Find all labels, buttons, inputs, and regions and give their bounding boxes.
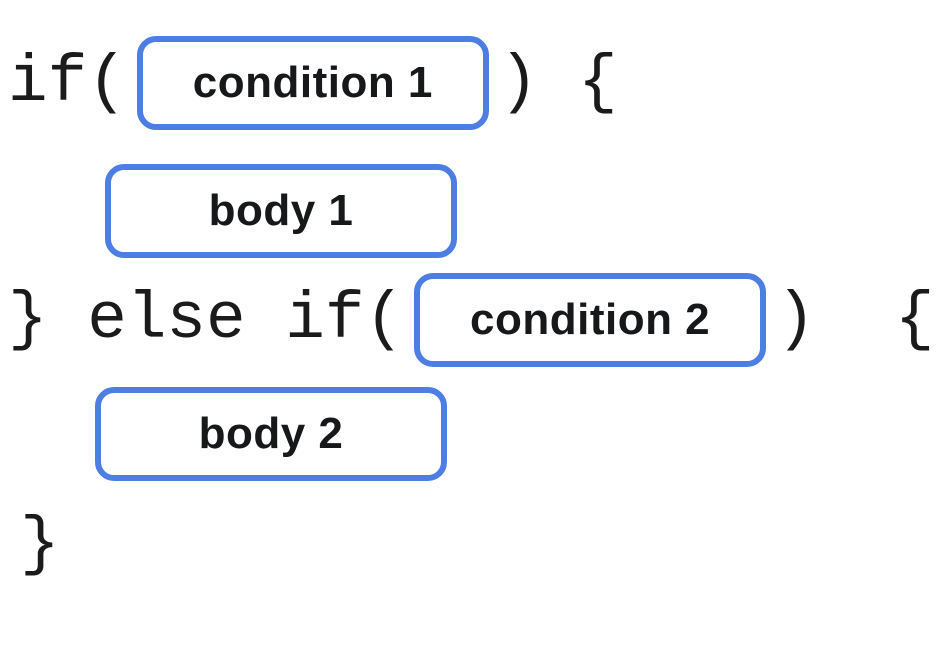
code-close-paren-open-brace-2: ) { [776, 282, 935, 357]
body-2-line: body 2 [95, 387, 447, 481]
body-1-label: body 1 [208, 186, 354, 235]
code-if-open-paren: if( [8, 45, 127, 120]
body-2-box: body 2 [95, 387, 447, 481]
condition-1-box: condition 1 [136, 36, 489, 130]
body-1-box: body 1 [105, 164, 457, 258]
code-close-paren-open-brace-1: ) { [498, 45, 618, 120]
closing-brace-line: } [20, 512, 60, 578]
body-2-label: body 2 [198, 409, 344, 458]
else-if-statement-line: } else if( condition 2 ) { [8, 273, 935, 367]
code-else-if-open-paren: } else if( [8, 282, 405, 357]
body-1-line: body 1 [105, 164, 457, 258]
condition-2-label: condition 2 [470, 295, 711, 344]
if-statement-line: if( condition 1 ) { [8, 36, 618, 130]
condition-2-box: condition 2 [414, 273, 767, 367]
condition-1-label: condition 1 [192, 58, 433, 107]
code-closing-brace: } [20, 507, 60, 582]
